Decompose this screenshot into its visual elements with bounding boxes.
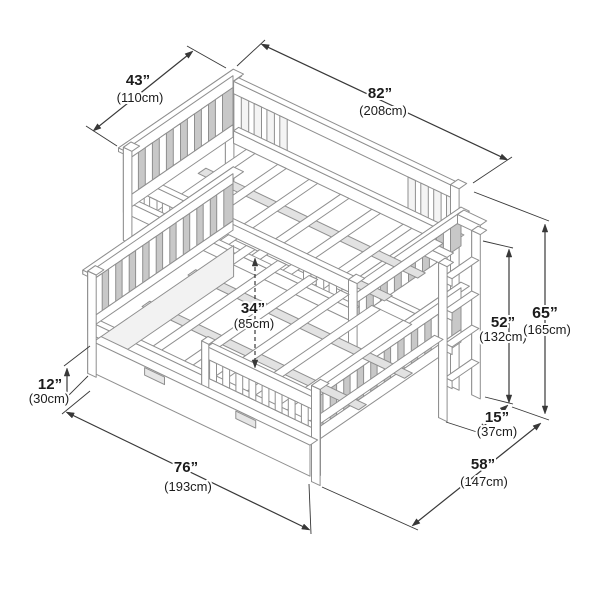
bunk-bed-drawing bbox=[82, 68, 488, 487]
dim-trundle-height-in: 12” bbox=[38, 376, 62, 393]
dim-overall-height-in: 65” bbox=[532, 305, 558, 322]
dim-trundle-height-cm: (30cm) bbox=[29, 391, 69, 406]
dimension-labels: 43” (110cm) 82” (208cm) 34” (85cm) 52” (… bbox=[27, 70, 573, 496]
dim-bottom-length-cm: (193cm) bbox=[164, 479, 212, 494]
dim-overall-height-cm: (165cm) bbox=[523, 322, 571, 337]
dim-bottom-length-in: 76” bbox=[174, 459, 198, 476]
dim-ladder-height-cm: (132cm) bbox=[479, 329, 527, 344]
dim-ladder-depth-in: 15” bbox=[485, 409, 509, 426]
dim-top-bunk-width-cm: (110cm) bbox=[117, 90, 164, 105]
dim-overall-depth-in: 58” bbox=[471, 456, 495, 473]
dim-ladder-depth-cm: (37cm) bbox=[477, 424, 517, 439]
dim-bunk-clearance-in: 34” bbox=[241, 300, 265, 317]
dim-top-bunk-width-in: 43” bbox=[126, 72, 150, 89]
dim-overall-depth-cm: (147cm) bbox=[460, 474, 508, 489]
dim-bunk-clearance-cm: (85cm) bbox=[234, 316, 274, 331]
dim-ladder-height-in: 52” bbox=[491, 314, 515, 331]
dim-top-length-in: 82” bbox=[368, 85, 392, 102]
dim-top-length-cm: (208cm) bbox=[359, 103, 407, 118]
dimension-lines bbox=[61, 39, 550, 535]
